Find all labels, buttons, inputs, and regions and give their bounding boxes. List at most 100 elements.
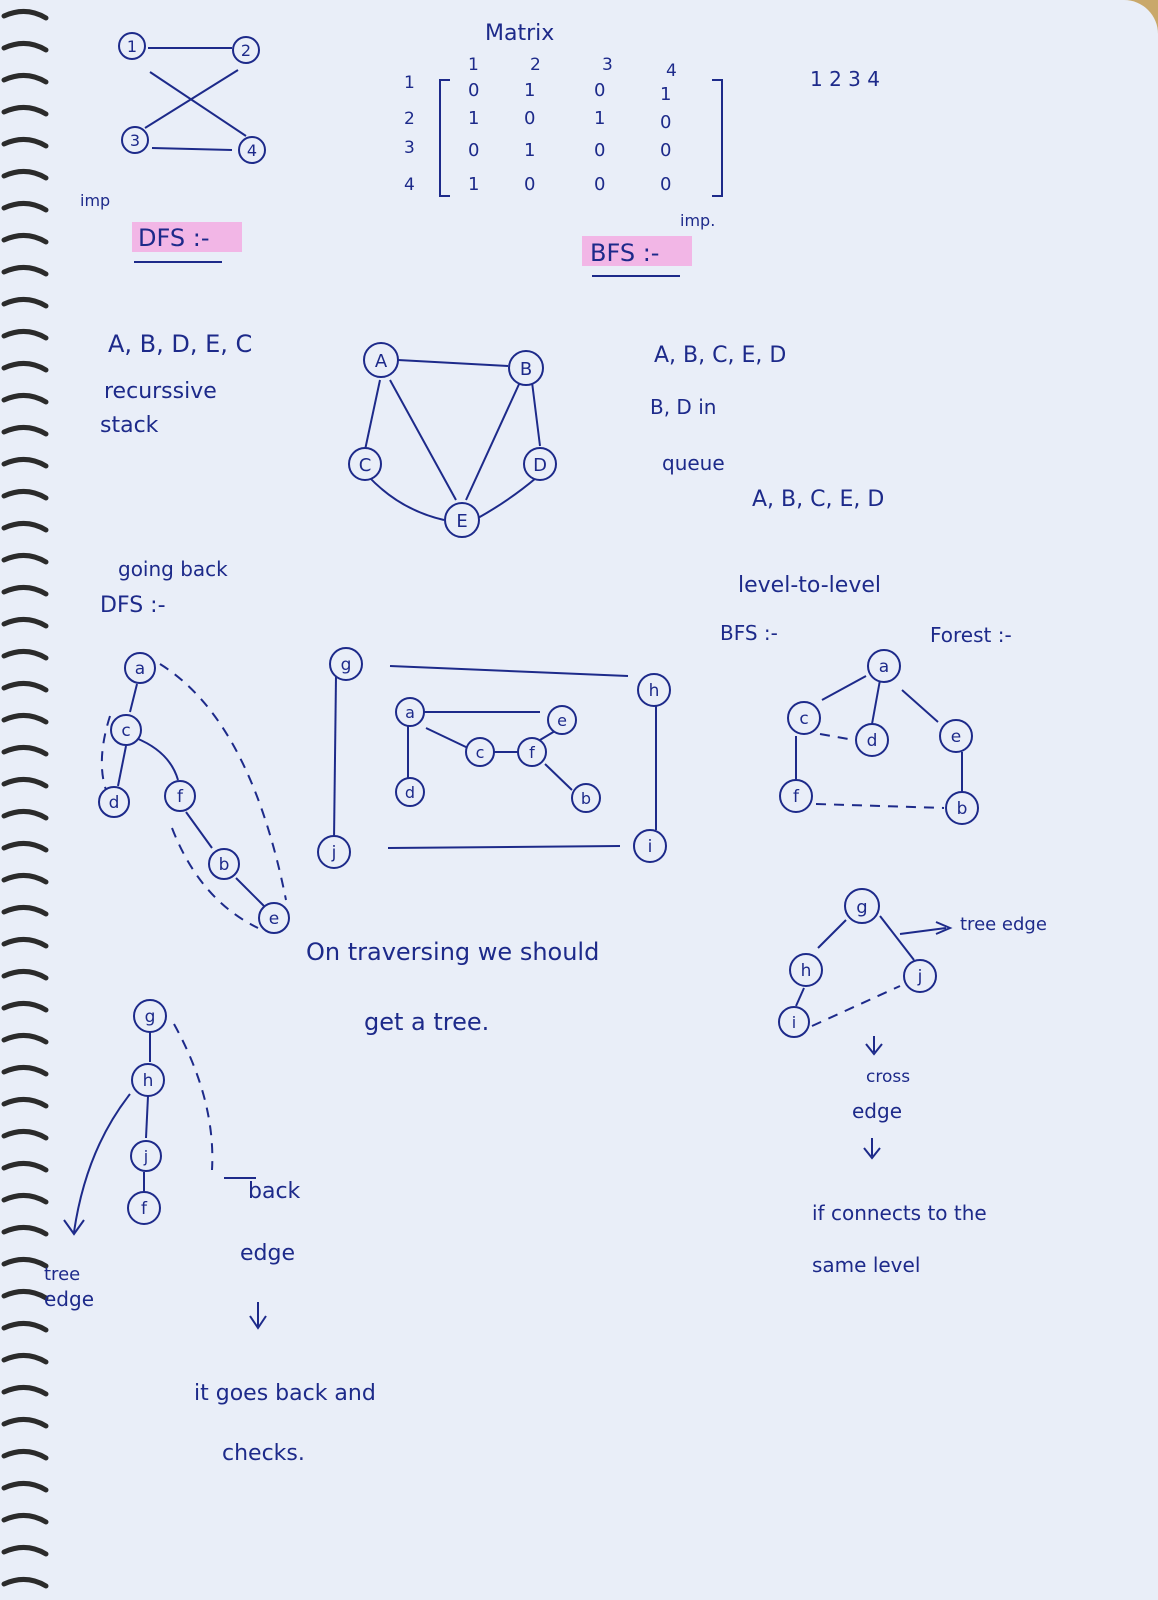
fb-node-b: b	[581, 789, 591, 808]
spiral-ring	[1, 649, 49, 661]
spiral-ring	[1, 41, 49, 53]
spiral-ring	[1, 233, 49, 245]
back-edge-note-1: it goes back and	[194, 1381, 376, 1406]
dfs-highlight	[132, 222, 242, 252]
dfs-note-stack: stack	[100, 413, 159, 438]
spiral-ring	[1, 713, 49, 725]
bf-node-e: e	[951, 727, 961, 747]
fb-node-a: a	[405, 703, 415, 722]
gb-node-b: b	[219, 855, 230, 875]
spiral-ring	[1, 9, 49, 21]
fb-node-c: c	[476, 743, 485, 762]
going-back-line2: DFS :-	[100, 593, 166, 618]
ce-node-g: g	[856, 897, 867, 918]
back-edge-label-1: back	[248, 1179, 301, 1204]
bfs-order-2: A, B, C, E, D	[752, 487, 884, 512]
side-numbers: 1 2 3 4	[810, 67, 880, 91]
be-node-h: h	[143, 1071, 154, 1091]
spiral-ring	[1, 1353, 49, 1365]
graph-node-c: C	[359, 455, 372, 476]
spiral-ring	[1, 553, 49, 565]
adjacency-matrix: Matrix 1 2 3 4 1 2 3 4 0 1 0 1 1 0 1 0 0…	[404, 21, 723, 197]
spiral-ring	[1, 521, 49, 533]
gb-node-e: e	[269, 909, 279, 929]
forest-note-line1: On traversing we should	[306, 938, 599, 966]
cell-1-3: 0	[594, 80, 605, 101]
spiral-ring	[1, 105, 49, 117]
cell-3-4: 0	[660, 140, 671, 161]
matrix-row-2: 2	[404, 109, 415, 129]
gb-node-a: a	[135, 659, 145, 679]
cell-1-2: 1	[524, 80, 535, 101]
spiral-ring	[1, 297, 49, 309]
spiral-ring	[1, 169, 49, 181]
spiral-binding	[1, 9, 49, 1589]
spiral-ring	[1, 1193, 49, 1205]
spiral-ring	[1, 457, 49, 469]
spiral-ring	[1, 809, 49, 821]
spiral-ring	[1, 425, 49, 437]
graph-node-e: E	[456, 511, 467, 532]
example-graph: A B C D E	[348, 342, 557, 538]
spiral-ring	[1, 393, 49, 405]
ce-node-h: h	[801, 961, 812, 981]
spiral-ring	[1, 841, 49, 853]
fb-node-g: g	[341, 655, 352, 675]
small-node-4: 4	[247, 141, 257, 160]
bfs-queue-line: B, D in	[650, 395, 716, 419]
dfs-note-recursive: recurssive	[104, 379, 217, 404]
cell-4-3: 0	[594, 174, 605, 195]
matrix-col-2: 2	[530, 55, 541, 75]
cell-2-3: 1	[594, 108, 605, 129]
gb-node-d: d	[109, 793, 120, 813]
spiral-ring	[1, 201, 49, 213]
spiral-ring	[1, 969, 49, 981]
be-node-g: g	[145, 1007, 156, 1027]
matrix-col-3: 3	[602, 55, 613, 75]
spiral-ring	[1, 489, 49, 501]
spiral-ring	[1, 1225, 49, 1237]
fb-node-h: h	[649, 681, 660, 701]
tree-edge-label-right: tree edge	[960, 914, 1047, 935]
graph-node-a: A	[375, 351, 388, 372]
dfs-order: A, B, D, E, C	[108, 330, 252, 358]
spiral-ring	[1, 137, 49, 149]
small-node-1: 1	[127, 37, 137, 56]
spiral-ring	[1, 1385, 49, 1397]
small-graph: 1 2 3 4	[118, 32, 266, 164]
matrix-col-1: 1	[468, 55, 479, 75]
spiral-ring	[1, 1001, 49, 1013]
cell-3-1: 0	[468, 140, 479, 161]
fb-node-j: j	[331, 843, 337, 863]
ce-node-i: i	[792, 1013, 796, 1032]
spiral-ring	[1, 745, 49, 757]
spiral-ring	[1, 265, 49, 277]
fb-node-d: d	[405, 783, 415, 802]
cell-4-1: 1	[468, 174, 479, 195]
spiral-ring	[1, 873, 49, 885]
cross-edge-label-2: edge	[852, 1099, 902, 1123]
bf-node-c: c	[799, 709, 808, 729]
bfs-forest-label: BFS :-	[720, 621, 778, 645]
spiral-ring	[1, 1417, 49, 1429]
cell-3-3: 0	[594, 140, 605, 161]
spiral-ring	[1, 361, 49, 373]
spiral-ring	[1, 1097, 49, 1109]
gb-node-f: f	[177, 787, 184, 807]
graph-node-b: B	[520, 359, 532, 380]
bf-node-f: f	[793, 787, 800, 807]
matrix-row-1: 1	[404, 73, 415, 93]
bfs-heading: BFS :-	[590, 239, 659, 267]
be-node-f: f	[141, 1199, 148, 1219]
spiral-ring	[1, 1289, 49, 1301]
cell-1-1: 0	[468, 80, 479, 101]
ce-node-j: j	[917, 967, 923, 987]
tree-edge-label-2: edge	[44, 1287, 94, 1311]
spiral-ring	[1, 1545, 49, 1557]
small-node-2: 2	[241, 41, 251, 60]
spiral-ring	[1, 681, 49, 693]
fb-node-e: e	[557, 711, 567, 730]
small-node-3: 3	[130, 131, 140, 150]
bfs-imp-note: imp.	[680, 211, 715, 230]
